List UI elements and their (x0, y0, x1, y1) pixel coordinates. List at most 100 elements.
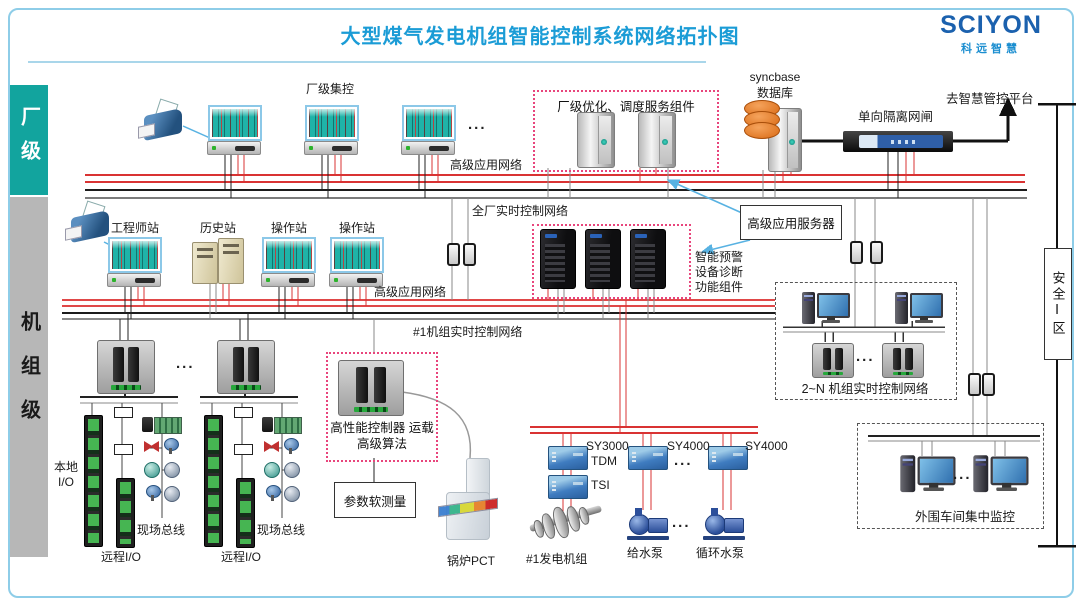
black-server-icon (630, 229, 666, 289)
label-fieldbus: 现场总线 (137, 523, 186, 537)
label-remote-io: 远程I/O (101, 550, 142, 564)
label-unit2n-network: 2~N 机组实时控制网络 (801, 382, 929, 396)
label-advanced-app-network-plant: 高级应用网络 (450, 158, 523, 172)
label-generator-unit: #1发电机组 (526, 552, 588, 566)
brand-logo-subtitle: 科远智慧 (961, 43, 1021, 55)
network-coupler-icon (850, 241, 863, 264)
label-tsi: TSI (591, 478, 610, 492)
circulating-pump-icon (703, 508, 745, 540)
database-cylinder-icon (744, 100, 780, 139)
network-coupler-icon (968, 373, 981, 396)
label-plant-realtime-network: 全厂实时控制网络 (472, 204, 569, 218)
label-peripheral-monitoring: 外围车间集中监控 (914, 510, 1015, 524)
label-advanced-app-network-unit: 高级应用网络 (374, 285, 447, 299)
label-tdm: TDM (591, 454, 617, 468)
server-tower-icon (638, 112, 676, 168)
remote-io-rack-icon (236, 478, 255, 548)
history-station-servers (192, 238, 244, 284)
ellipsis-pumps: ... (672, 514, 691, 531)
page-border (8, 8, 1074, 598)
field-plc-icon (154, 417, 182, 434)
field-meter-icon (264, 462, 280, 478)
boiler-pct-icon (438, 458, 500, 546)
intelligent-warning-box (532, 224, 691, 299)
plant-optimization-box-label: 厂级优化、调度服务组件 (557, 100, 695, 114)
label-plant-central-control: 厂级集控 (306, 82, 355, 96)
label-sy3000: SY3000 (586, 439, 629, 453)
isolation-gateway-icon (843, 131, 953, 152)
network-coupler-icon (463, 243, 476, 266)
server-tower-icon (577, 112, 615, 168)
feed-pump-icon (627, 508, 669, 540)
label-sy4000: SY4000 (745, 439, 788, 453)
desktop-computer-icon (971, 453, 1029, 499)
label-operator-station: 操作站 (270, 221, 307, 235)
label-fieldbus: 现场总线 (257, 523, 306, 537)
engineer-station-monitor (107, 237, 162, 287)
label-engineer-station: 工程师站 (110, 221, 159, 235)
field-transmitter-icon (164, 438, 179, 454)
plant-workstation-monitor (207, 105, 262, 155)
hp-controller-icon (338, 360, 404, 416)
field-device-icon (164, 462, 180, 478)
dcs-controller-icon (812, 343, 854, 378)
zone-label-plant: 厂级 (10, 85, 48, 195)
network-coupler-icon (870, 241, 883, 264)
sy3000-tdm-device (548, 446, 588, 470)
label-operator-station: 操作站 (338, 221, 375, 235)
label-remote-io: 远程I/O (221, 550, 262, 564)
label-boiler-pct: 锅炉PCT (447, 554, 496, 568)
sy4000-device (628, 446, 668, 470)
ellipsis-sy-devices: ... (674, 452, 693, 469)
generator-turbine-icon (527, 498, 605, 542)
database-server-icon (768, 108, 802, 172)
label-sy4000: SY4000 (667, 439, 710, 453)
label-local-io: 本地 I/O (53, 460, 78, 489)
field-transmitter-icon (266, 485, 281, 501)
label-hp-controller: 高性能控制器 运载高级算法 (330, 421, 434, 451)
field-valve-icon (144, 441, 159, 452)
soft-measure-label-box: 参数软测量 (334, 482, 416, 518)
ellipsis-peripheral: ... (953, 466, 972, 483)
label-feed-pump: 给水泵 (627, 546, 664, 560)
dcs-controller-icon (217, 340, 275, 394)
operator-station-monitor (261, 237, 316, 287)
ellipsis-controllers: ... (176, 355, 195, 372)
remote-io-rack-icon (116, 478, 135, 548)
field-module-icon (142, 417, 153, 432)
plant-workstation-monitor (401, 105, 456, 155)
field-plc-icon (274, 417, 302, 434)
io-junction-box (234, 407, 253, 418)
ellipsis-unit2n: ... (856, 348, 875, 365)
label-unit1-realtime-network: #1机组实时控制网络 (413, 325, 523, 339)
field-device-icon (284, 462, 300, 478)
field-transmitter-icon (284, 438, 299, 454)
io-junction-box (114, 407, 133, 418)
io-junction-box (114, 444, 133, 455)
dcs-controller-icon (97, 340, 155, 394)
label-intelligent-warning: 智能预警 设备诊断 功能组件 (695, 250, 744, 294)
page-title: 大型煤气发电机组智能控制系统网络拓扑图 (340, 26, 740, 48)
operator-station-monitor (329, 237, 384, 287)
black-server-icon (585, 229, 621, 289)
network-coupler-icon (447, 243, 460, 266)
local-io-rack-icon (204, 415, 223, 547)
peripheral-monitor-box (857, 423, 1044, 529)
security-zone-label-box: 安全Ⅰ区 (1044, 248, 1072, 360)
printer-icon (138, 98, 187, 145)
field-transmitter-icon (146, 485, 161, 501)
ellipsis-plant-monitors: ... (468, 116, 487, 133)
label-to-platform: 去智慧管控平台 (946, 92, 1034, 106)
plant-workstation-monitor (304, 105, 359, 155)
desktop-computer-icon (893, 290, 943, 330)
field-device-icon (284, 486, 300, 502)
unit2n-network-box (775, 282, 957, 400)
desktop-computer-icon (898, 453, 956, 499)
plant-optimization-box: 厂级优化、调度服务组件 (533, 90, 719, 172)
brand-logo: SCIYON 科远智慧 (933, 13, 1049, 56)
label-history-station: 历史站 (199, 221, 236, 235)
zone-label-unit: 机组级 (10, 197, 48, 557)
label-isolation-gateway: 单向隔离网闸 (858, 110, 934, 124)
local-io-rack-icon (84, 415, 103, 547)
dcs-controller-icon (882, 343, 924, 378)
